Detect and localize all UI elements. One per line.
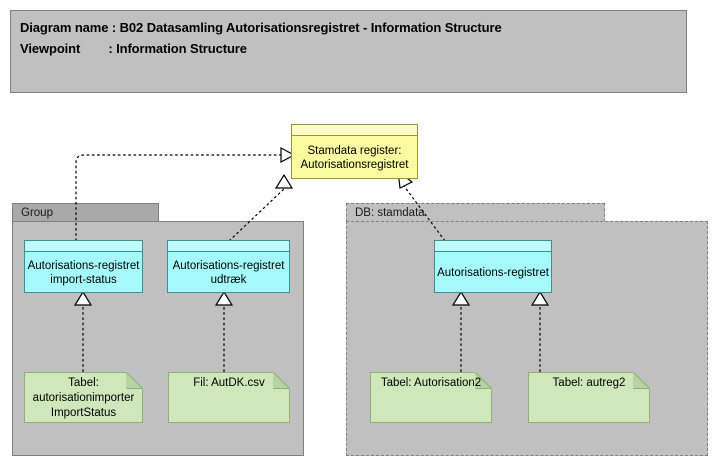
node-header-bar [292, 125, 417, 136]
node-header-bar [168, 241, 289, 252]
group-left-tab: Group [12, 203, 159, 222]
artifact-shape [370, 372, 492, 423]
node-import-status-label: Autorisations-registret import-status [27, 259, 140, 286]
node-udtraek[interactable]: Autorisations-registret udtræk [167, 240, 290, 293]
artifact-shape [24, 372, 143, 423]
group-db-label: DB: stamdata [355, 206, 425, 219]
node-udtraek-label: Autorisations-registret udtræk [172, 259, 285, 286]
artifact-autorisation2-label: Tabel: Autorisation2 [380, 377, 482, 389]
connector-arrowhead-udtraek [274, 173, 294, 189]
node-stamdata-register[interactable]: Stamdata register: Autorisationsregistre… [291, 124, 418, 179]
node-header-bar [435, 241, 551, 252]
artifact-shape [528, 372, 650, 423]
artifact-autreg2-label: Tabel: autreg2 [552, 377, 626, 389]
artifact-importstatus-label: Tabel: autorisationimporter ImportStatus [32, 377, 135, 419]
diagram-title-banner: Diagram name : B02 Datasamling Autorisat… [10, 10, 687, 93]
diagram-name-line: Diagram name : B02 Datasamling Autorisat… [20, 20, 502, 35]
node-autorisationsregistret[interactable]: Autorisations-registret [434, 240, 552, 293]
artifact-autreg2[interactable]: Tabel: autreg2 [528, 372, 650, 423]
artifact-shape [168, 372, 290, 423]
artifact-autdk[interactable]: Fil: AutDK.csv [168, 372, 290, 423]
viewpoint-line: Viewpoint : Information Structure [20, 41, 247, 56]
artifact-importstatus[interactable]: Tabel: autorisationimporter ImportStatus [24, 372, 143, 423]
group-left-label: Group [21, 206, 53, 219]
artifact-autdk-label: Fil: AutDK.csv [193, 377, 265, 389]
node-header-bar [25, 241, 142, 252]
artifact-autorisation2[interactable]: Tabel: Autorisation2 [370, 372, 492, 423]
node-autorisationsregistret-label: Autorisations-registret [437, 266, 549, 279]
group-db-tab: DB: stamdata [346, 203, 605, 222]
node-stamdata-register-label: Stamdata register: Autorisationsregistre… [300, 144, 409, 171]
node-import-status[interactable]: Autorisations-registret import-status [24, 240, 143, 293]
